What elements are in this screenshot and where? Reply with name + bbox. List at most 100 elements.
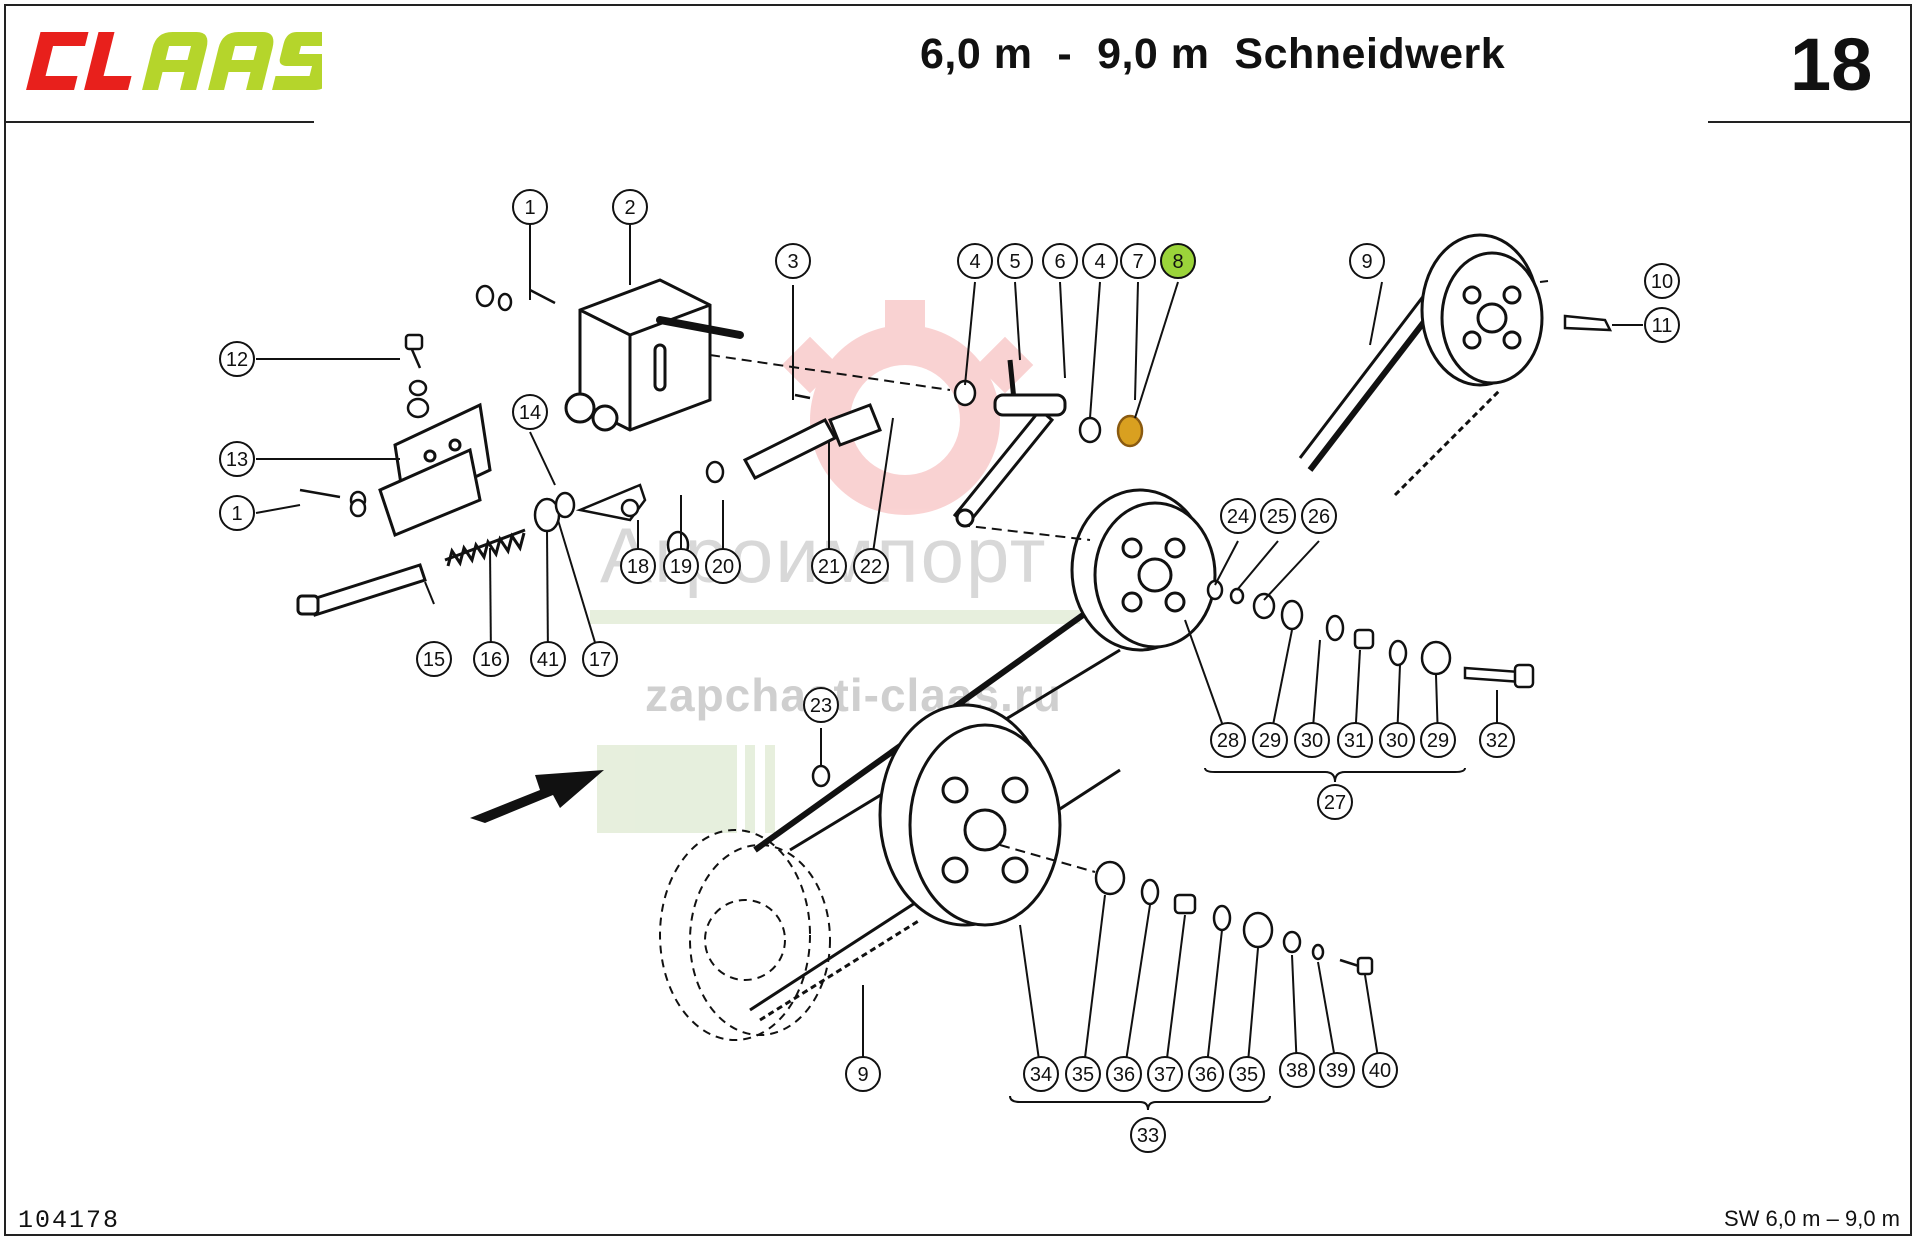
callout-10: 10: [1644, 263, 1680, 299]
callout-circle: [1147, 1056, 1183, 1092]
callout-circle: [1229, 1056, 1265, 1092]
callout-2: 2: [612, 189, 648, 225]
callout-19: 19: [663, 548, 699, 584]
callout-label: 17: [589, 649, 611, 671]
callout-32: 32: [1479, 722, 1515, 758]
callout-circle: [1479, 722, 1515, 758]
callout-circle: [1317, 784, 1353, 820]
tension-rod: [296, 563, 427, 617]
callout-13: 13: [219, 441, 255, 477]
tension-arm: [952, 359, 1067, 528]
callout-27: 27: [1317, 784, 1353, 820]
callout-label: 28: [1217, 730, 1239, 752]
callout-1: 1: [219, 495, 255, 531]
upper-pulley: [1420, 233, 1544, 387]
callout-label: 9: [857, 1064, 868, 1086]
callout-29: 29: [1252, 722, 1288, 758]
callout-circle: [1023, 1056, 1059, 1092]
callout-36: 36: [1106, 1056, 1142, 1092]
sheet-border: [4, 4, 1912, 1236]
callout-circle: [620, 548, 656, 584]
callout-39: 39: [1319, 1052, 1355, 1088]
callout-label: 14: [519, 402, 541, 424]
callout-3: 3: [775, 243, 811, 279]
callout-label: 27: [1324, 792, 1346, 814]
callout-label: 20: [712, 556, 734, 578]
middle-pulley: [1070, 488, 1217, 652]
callout-circle: [219, 495, 255, 531]
callout-circle: [1644, 263, 1680, 299]
callout-circle: [219, 341, 255, 377]
callout-label: 3: [787, 251, 798, 273]
callout-30: 30: [1294, 722, 1330, 758]
callout-circle: [1220, 498, 1256, 534]
callout-label: 11: [1652, 315, 1673, 337]
callout-circle: [1379, 722, 1415, 758]
callout-circle: [512, 189, 548, 225]
callout-label: 2: [624, 197, 635, 219]
callout-34: 34: [1023, 1056, 1059, 1092]
callout-label: 36: [1195, 1064, 1217, 1086]
callout-16: 16: [473, 641, 509, 677]
callout-14: 14: [512, 394, 548, 430]
callout-21: 21: [811, 548, 847, 584]
callout-label: 35: [1236, 1064, 1258, 1086]
callout-label: 4: [1094, 251, 1105, 273]
callout-circle: [1301, 498, 1337, 534]
callout-label: 30: [1301, 730, 1323, 752]
callout-9: 9: [1349, 243, 1385, 279]
callout-label: 30: [1386, 730, 1408, 752]
callout-label: 22: [860, 556, 882, 578]
group-braces: [1009, 767, 1466, 1111]
callout-circle: [1420, 722, 1456, 758]
header-rule-right: [1708, 121, 1912, 123]
callout-23: 23: [803, 687, 839, 723]
lower-pulley: [878, 703, 1062, 927]
callout-label: 4: [969, 251, 980, 273]
callout-circle: [957, 243, 993, 279]
callout-24: 24: [1220, 498, 1256, 534]
callout-label: 13: [226, 449, 248, 471]
callout-circle: [997, 243, 1033, 279]
callout-label: 10: [1651, 271, 1673, 293]
callout-17: 17: [582, 641, 618, 677]
callout-37: 37: [1147, 1056, 1183, 1092]
callout-7: 7: [1120, 243, 1156, 279]
callout-5: 5: [997, 243, 1033, 279]
callout-circle: [1644, 307, 1680, 343]
callout-label: 9: [1361, 251, 1372, 273]
drawing-number: 104178: [18, 1206, 121, 1235]
callout-circle: [1130, 1117, 1166, 1153]
small-parts: [299, 284, 1613, 976]
callout-circle: [1260, 498, 1296, 534]
callout-30: 30: [1379, 722, 1415, 758]
callout-label: 29: [1259, 730, 1281, 752]
callout-label: 35: [1072, 1064, 1094, 1086]
tension-spring: [444, 528, 526, 567]
callout-36: 36: [1188, 1056, 1224, 1092]
callout-label: 37: [1154, 1064, 1176, 1086]
callout-circle: [1349, 243, 1385, 279]
callout-4: 4: [957, 243, 993, 279]
callout-circle: [416, 641, 452, 677]
pivot-shaft: [742, 403, 882, 480]
callout-circle: [219, 441, 255, 477]
callout-label: 31: [1344, 730, 1366, 752]
callout-6: 6: [1042, 243, 1078, 279]
callout-circle: [530, 641, 566, 677]
callout-circle: [853, 548, 889, 584]
callout-label: 39: [1326, 1060, 1348, 1082]
direction-arrow: [470, 770, 604, 823]
callout-circle: [1337, 722, 1373, 758]
page-title: 6,0 m - 9,0 m Schneidwerk: [920, 30, 1506, 78]
callout-label: 24: [1227, 506, 1249, 528]
callout-circle: [1252, 722, 1288, 758]
callout-label: 7: [1132, 251, 1143, 273]
callout-circle: [1294, 722, 1330, 758]
callout-1: 1: [512, 189, 548, 225]
callout-circle: [1362, 1052, 1398, 1088]
tensioner-bracket: [564, 278, 744, 432]
callout-41: 41: [530, 641, 566, 677]
claas-logo: [26, 32, 322, 90]
